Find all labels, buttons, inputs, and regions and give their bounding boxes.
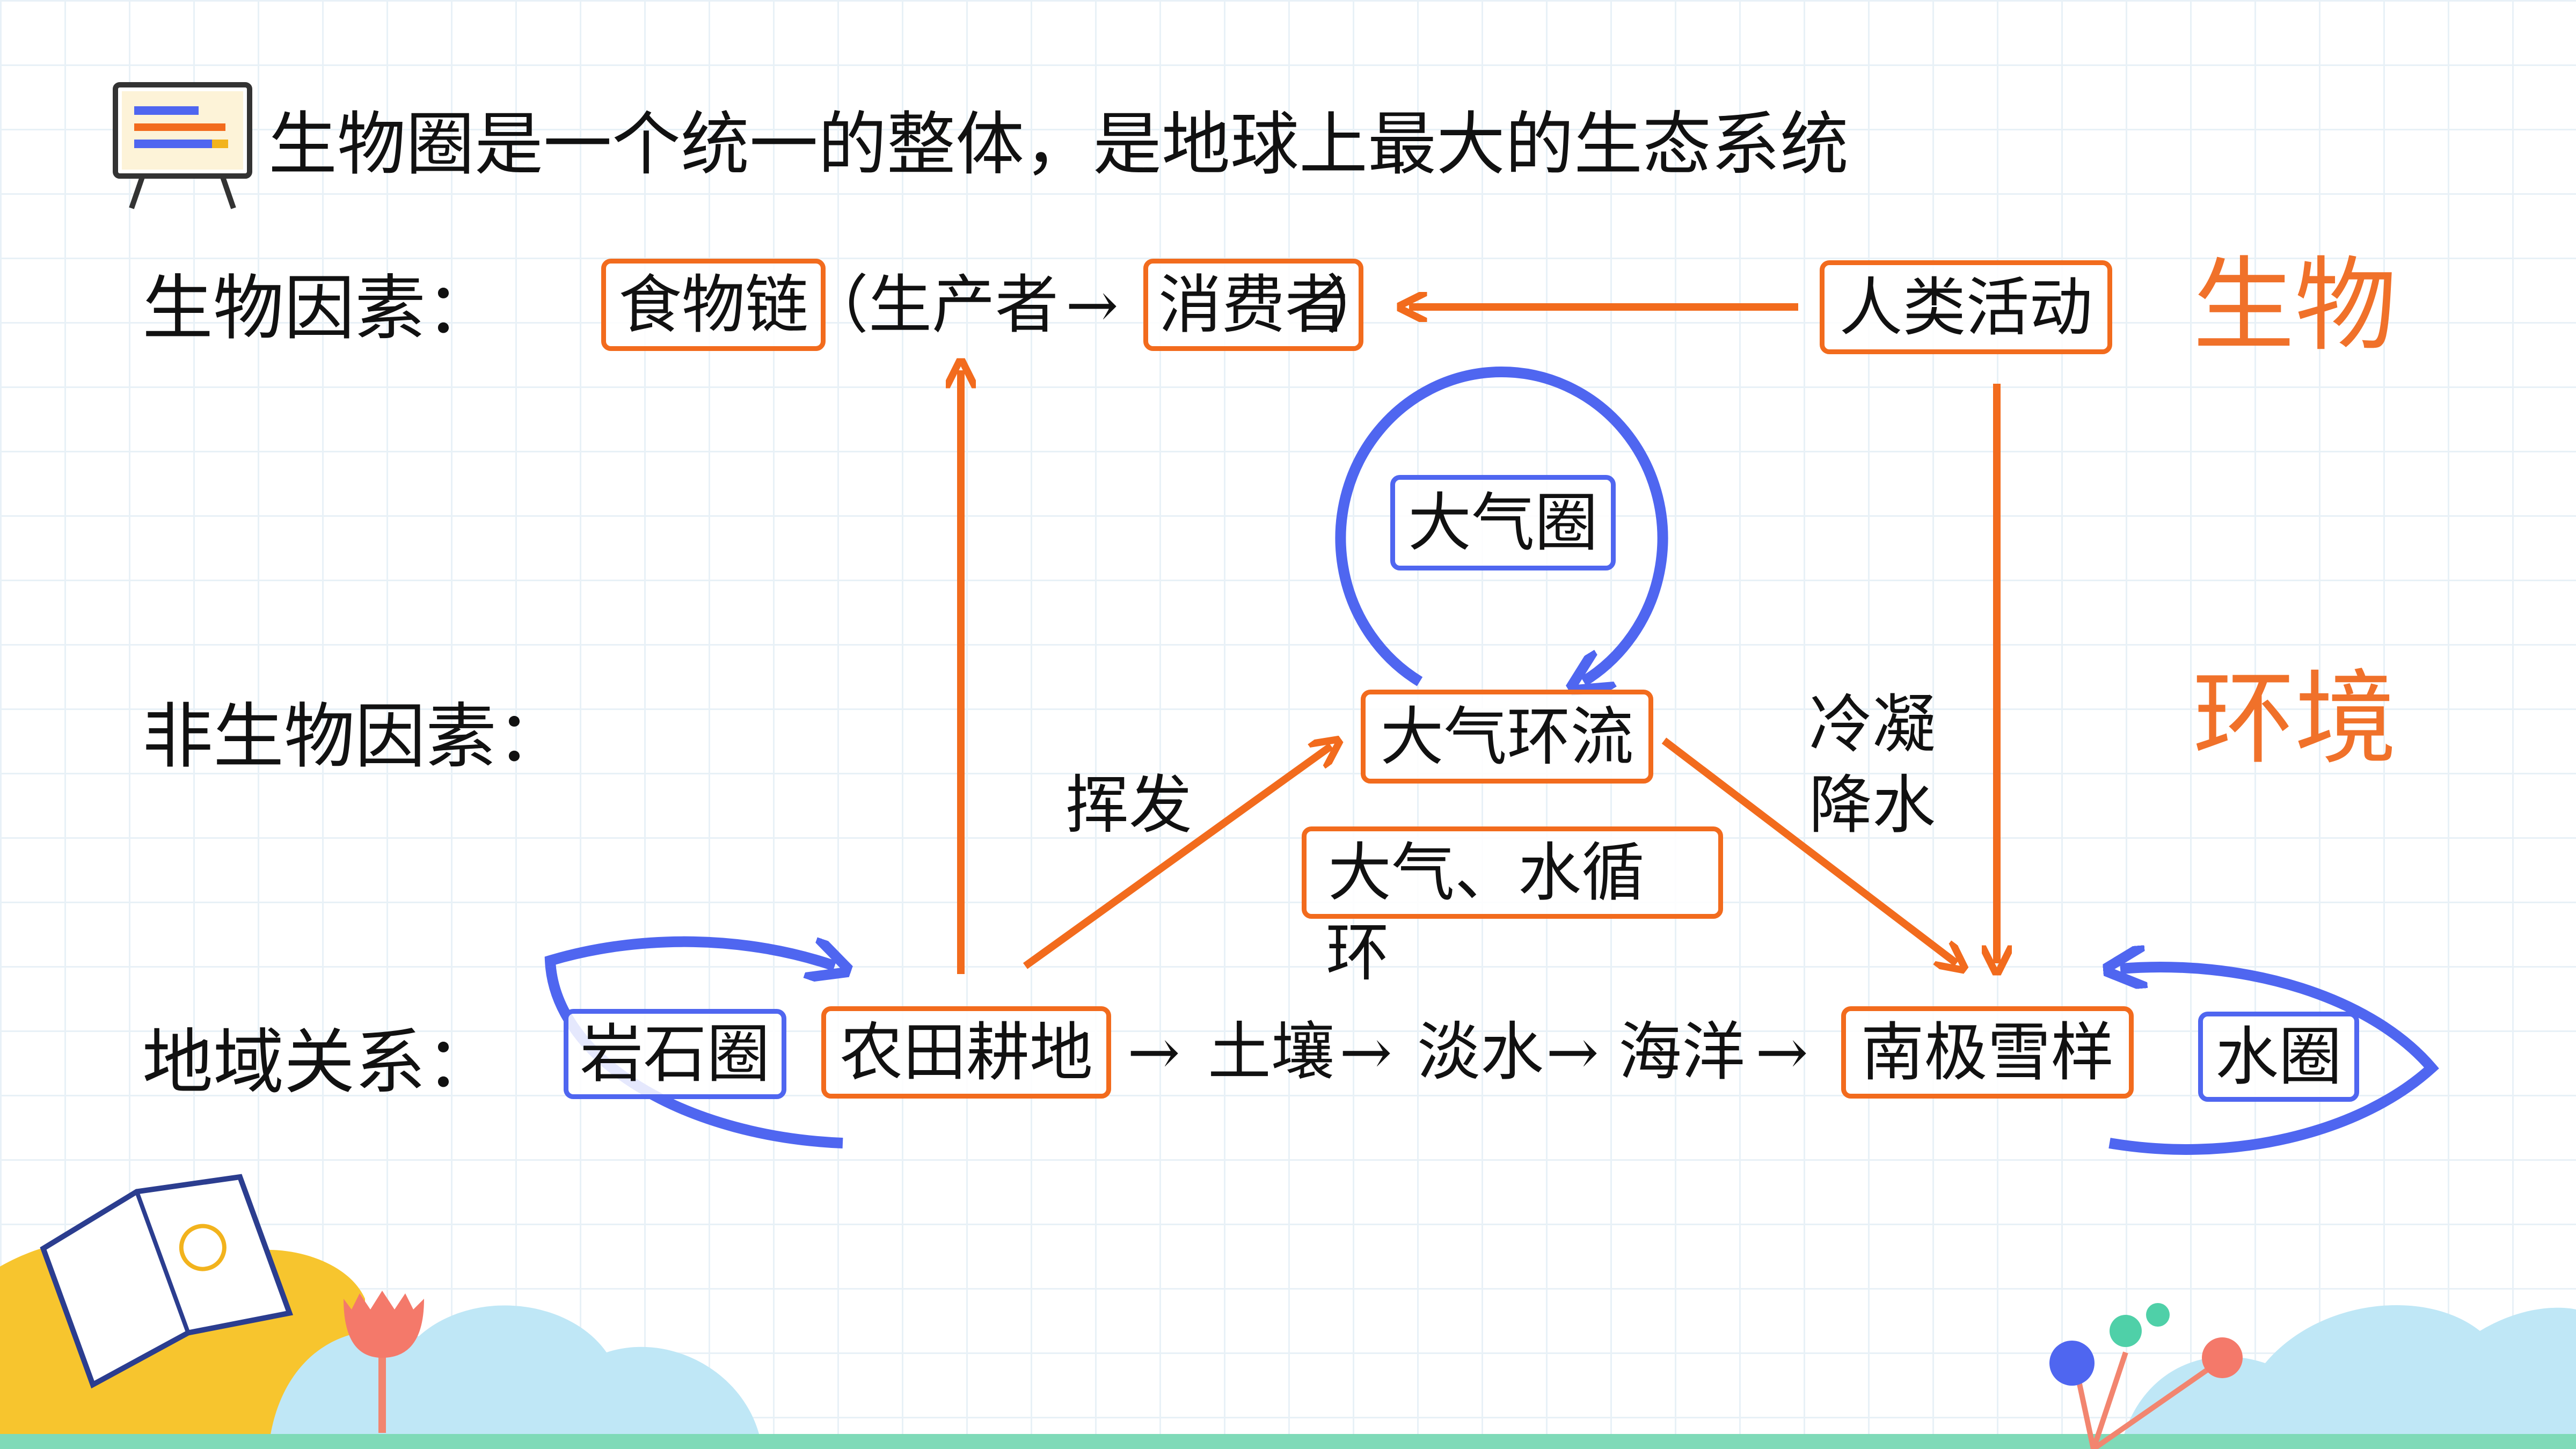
biology-side-label: 生物 [2193, 246, 2397, 365]
arrow-precipitation [1661, 737, 1957, 963]
node-atmosphere: 大气圈 [1390, 475, 1616, 570]
chain-arrow-4: → [1755, 1015, 1808, 1089]
node-human-activity: 人类活动 [1820, 260, 2112, 354]
node-lithosphere: 岩石圈 [564, 1009, 786, 1099]
node-soil: 土壤 [1208, 1015, 1335, 1089]
lithosphere-cycle [544, 936, 843, 1148]
biotic-factors-label: 生物因素： [142, 267, 497, 350]
arrow-volatilize [1023, 746, 1331, 969]
chain-arrow-3: → [1546, 1015, 1599, 1089]
regional-relation-label: 地域关系： [142, 1021, 497, 1104]
node-farmland: 农田耕地 [821, 1006, 1111, 1099]
book-icon [40, 1174, 294, 1389]
label-producer: （生产者 [805, 268, 1059, 342]
label-volatilize: 挥发 [1066, 768, 1193, 842]
node-ocean: 海洋 [1618, 1015, 1746, 1089]
node-hydrosphere: 水圈 [2198, 1012, 2359, 1102]
environment-side-label: 环境 [2193, 660, 2397, 778]
tree-icon [2049, 1303, 2243, 1449]
abiotic-factors-label: 非生物因素： [142, 696, 567, 778]
label-water-air-cycle: 大气、水循 [1328, 836, 1645, 910]
presentation-board-icon [110, 79, 255, 214]
label-water-air-cycle-wrap: 环 [1326, 916, 1390, 990]
node-freshwater: 淡水 [1417, 1015, 1544, 1089]
atmosphere-cycle [1335, 367, 1668, 682]
arrow-producer-consumer: → [1066, 268, 1119, 342]
hydrosphere-cycle [2110, 967, 2439, 1155]
flower-icon [344, 1291, 424, 1433]
label-precipitation: 降水 [1809, 768, 1936, 842]
label-condense: 冷凝 [1809, 687, 1936, 762]
node-antarctic-snow: 南极雪样 [1841, 1006, 2134, 1099]
node-food-chain: 食物链 [601, 259, 826, 351]
node-consumer: 消费者 [1143, 259, 1363, 351]
page-title: 生物圈是一个统一的整体，是地球上最大的生态系统 [268, 105, 1849, 185]
label-close-paren: ） [1326, 268, 1390, 342]
node-water-air-cycle: 大气、水循 [1302, 826, 1723, 919]
chain-arrow-1: → [1127, 1015, 1180, 1089]
node-atmospheric-circulation: 大气环流 [1361, 690, 1653, 784]
chain-arrow-2: → [1339, 1015, 1392, 1089]
